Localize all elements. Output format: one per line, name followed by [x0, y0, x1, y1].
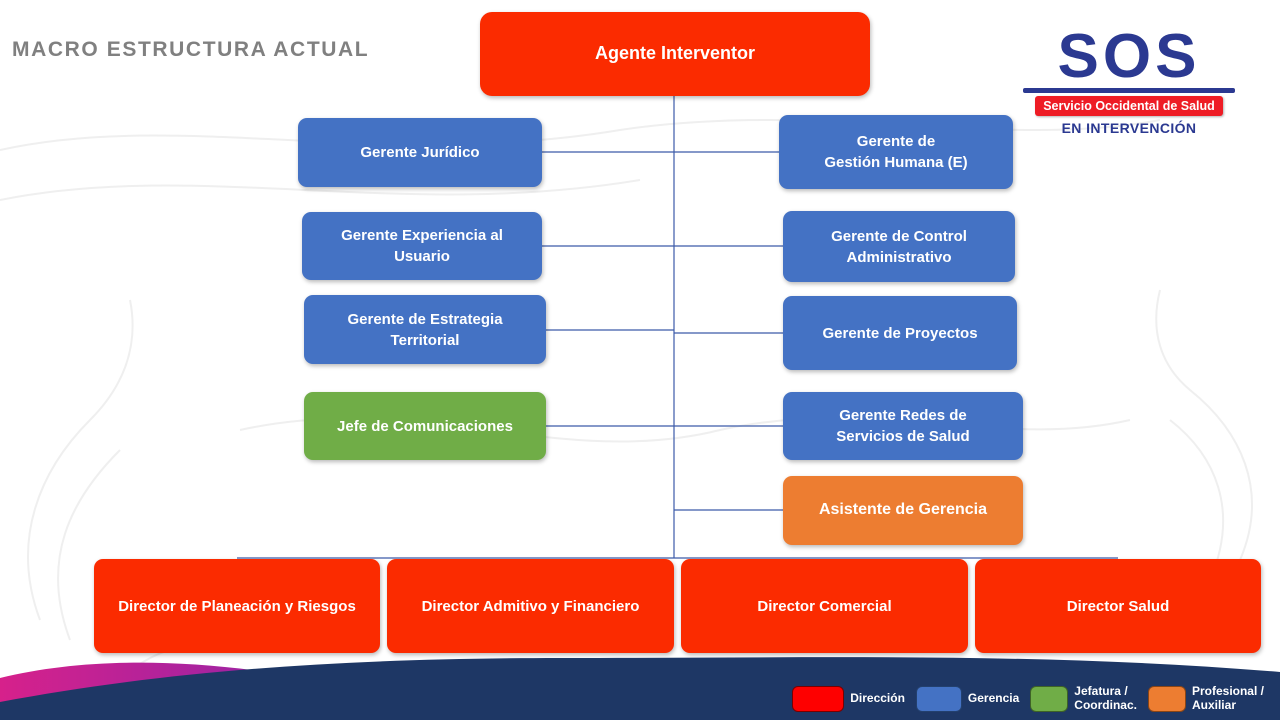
legend-item-direccion: Dirección — [792, 686, 905, 713]
legend: Dirección Gerencia Jefatura / Coordinac.… — [792, 685, 1264, 713]
sos-logo-status: EN INTERVENCIÓN — [1061, 119, 1197, 136]
sos-logo-text: SOS — [1057, 22, 1201, 91]
org-box-asistente-gerencia: Asistente de Gerencia — [783, 476, 1023, 545]
org-box-director-planeacion-riesgos: Director de Planeación y Riesgos — [94, 559, 380, 653]
org-box-gerente-proyectos: Gerente de Proyectos — [783, 296, 1017, 370]
org-box-jefe-comunicaciones: Jefe de Comunicaciones — [304, 392, 546, 460]
sos-logo-underline — [1023, 87, 1235, 93]
sos-logo-banner: Servicio Occidental de Salud — [1035, 95, 1223, 116]
org-box-gerente-gestion-humana: Gerente de Gestión Humana (E) — [779, 115, 1013, 189]
sos-logo: SOS Servicio Occidental de Salud EN INTE… — [1015, 22, 1243, 136]
legend-label-profesional: Profesional / Auxiliar — [1191, 684, 1264, 713]
org-box-gerente-juridico: Gerente Jurídico — [298, 118, 542, 187]
legend-swatch-direccion — [792, 686, 845, 713]
org-box-gerente-control-administrativo: Gerente de Control Administrativo — [783, 211, 1015, 282]
legend-label-jefatura: Jefatura / Coordinac. — [1074, 684, 1137, 713]
legend-label-gerencia: Gerencia — [967, 691, 1020, 706]
org-box-director-salud: Director Salud — [975, 559, 1261, 653]
org-box-director-admitivo-financiero: Director Admitivo y Financiero — [387, 559, 674, 653]
org-box-gerente-estrategia-territorial: Gerente de Estrategia Territorial — [304, 295, 546, 364]
legend-item-jefatura: Jefatura / Coordinac. — [1030, 685, 1137, 713]
legend-item-profesional: Profesional / Auxiliar — [1147, 684, 1264, 713]
org-box-director-comercial: Director Comercial — [681, 559, 968, 653]
legend-swatch-gerencia — [915, 686, 962, 713]
org-box-gerente-redes-salud: Gerente Redes de Servicios de Salud — [783, 392, 1023, 460]
legend-swatch-jefatura — [1030, 686, 1069, 713]
legend-item-gerencia: Gerencia — [915, 686, 1020, 713]
legend-swatch-profesional — [1147, 686, 1186, 713]
org-box-agente-interventor: Agente Interventor — [480, 12, 870, 96]
org-box-gerente-experiencia-usuario: Gerente Experiencia al Usuario — [302, 212, 542, 280]
page-title: MACRO ESTRUCTURA ACTUAL — [12, 38, 370, 61]
legend-label-direccion: Dirección — [850, 691, 905, 706]
